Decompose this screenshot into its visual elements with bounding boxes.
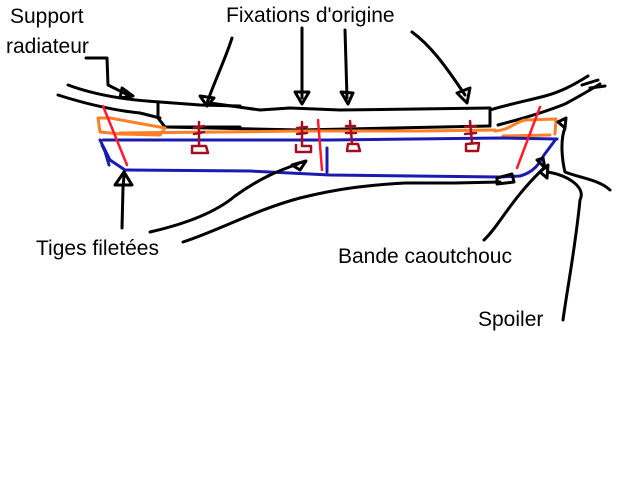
arrow-fixation-1 bbox=[198, 36, 234, 108]
radiator-support-top-plate bbox=[208, 101, 492, 112]
spoiler bbox=[98, 136, 559, 179]
original-fasteners bbox=[190, 119, 481, 155]
threaded-rod-right bbox=[515, 105, 542, 170]
radiator-support-right-edge bbox=[580, 78, 607, 90]
arrow-tiges-left bbox=[113, 170, 134, 230]
threaded-rod-middle bbox=[316, 118, 324, 172]
threaded-rods bbox=[101, 104, 542, 172]
rubber-band-strip bbox=[118, 128, 497, 135]
pointer-arrows bbox=[84, 26, 612, 322]
rubber-band bbox=[96, 116, 558, 138]
radiator-support-right-upper bbox=[488, 74, 590, 112]
original-fastener-3 bbox=[344, 119, 362, 153]
original-fastener-2 bbox=[294, 120, 313, 154]
arrow-spoiler bbox=[538, 116, 612, 322]
rubber-band-right bbox=[493, 117, 558, 136]
label-support-radiateur-line1: Support bbox=[10, 5, 84, 28]
original-fastener-1 bbox=[190, 120, 210, 155]
radiator-support-right-lower bbox=[496, 82, 602, 127]
spoiler-top-edge bbox=[101, 136, 559, 142]
rubber-band-left bbox=[96, 116, 167, 137]
spoiler-left-edge bbox=[98, 138, 127, 172]
label-tiges-filetees: Tiges filetées bbox=[36, 237, 159, 260]
threaded-rod-left bbox=[101, 104, 129, 167]
radiator-support-lower-left-line bbox=[56, 93, 162, 120]
original-fastener-4 bbox=[463, 119, 481, 153]
arrow-fixation-3 bbox=[339, 28, 355, 106]
label-fixations-origine: Fixations d'origine bbox=[226, 4, 395, 27]
arrow-tiges-middle bbox=[148, 159, 308, 234]
arrow-bande bbox=[181, 172, 516, 244]
rubber-band-right-dash bbox=[501, 133, 552, 138]
label-bande-caoutchouc: Bande caoutchouc bbox=[338, 245, 512, 268]
arrow-fixation-2 bbox=[293, 26, 311, 106]
spoiler-bottom-edge bbox=[123, 137, 558, 179]
arrow-support-radiateur bbox=[84, 56, 135, 100]
arrow-fixation-4 bbox=[410, 30, 472, 105]
label-spoiler: Spoiler bbox=[478, 308, 544, 331]
label-support-radiateur-line2: radiateur bbox=[6, 35, 89, 58]
arrow-spoiler-bande bbox=[482, 156, 547, 242]
